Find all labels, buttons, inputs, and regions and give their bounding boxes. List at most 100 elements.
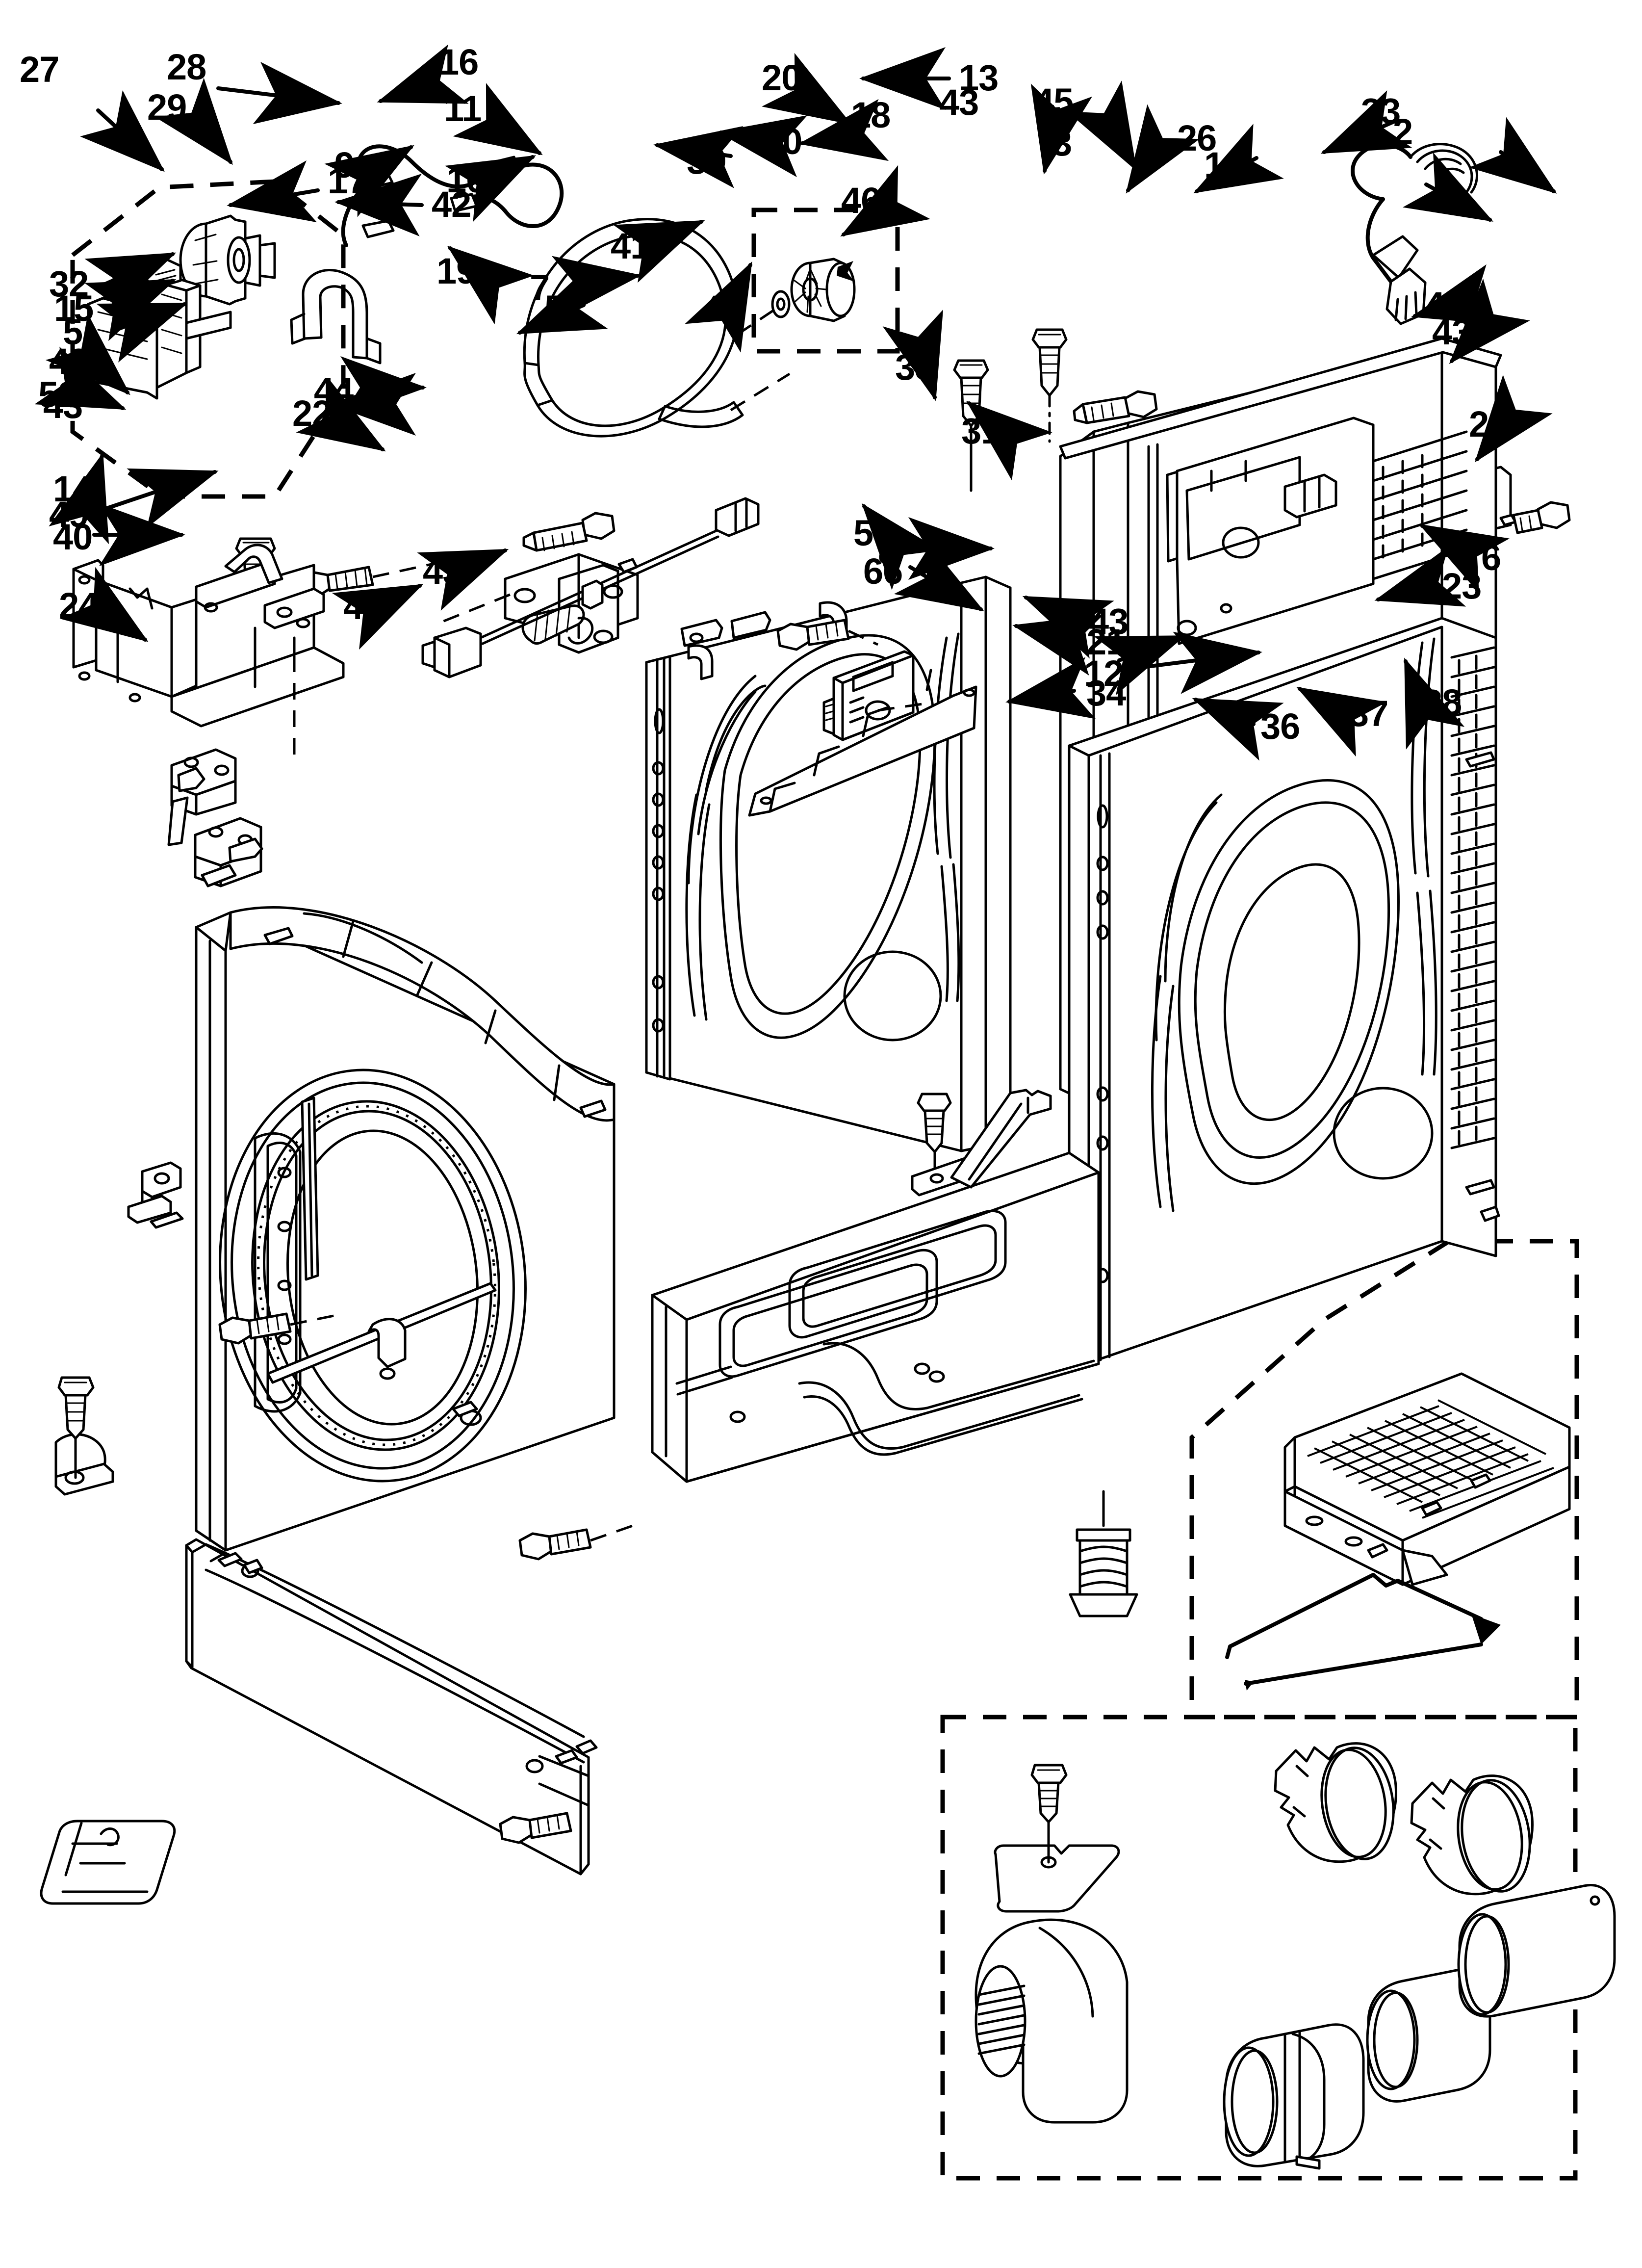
lint-screen-mesh: [1307, 1399, 1554, 1519]
callout-21: 21: [1086, 622, 1126, 662]
callout-11: 11: [444, 88, 482, 129]
callout-29: 29: [147, 87, 187, 128]
callout-4: 4: [1425, 285, 1445, 325]
callout-33: 33: [1361, 91, 1401, 131]
door-switch-harness-19: [421, 497, 760, 678]
leveling-leg-8: [1069, 1490, 1138, 1617]
door-catch-22: [266, 1282, 497, 1384]
callout-5: 5: [63, 312, 83, 352]
vent-cap-12-a: [1274, 1742, 1397, 1863]
callout-28: 28: [167, 47, 206, 87]
cover-plate-24: [40, 1820, 176, 1905]
door-handle-44: [301, 1096, 319, 1281]
power-cord-33: [1351, 143, 1479, 325]
blower-wheel-29: [179, 214, 276, 306]
duct-coupler-37: [1366, 1968, 1491, 2103]
callout-17: 17: [328, 160, 367, 201]
lint-screen-6: [1283, 1372, 1571, 1586]
deflector-47: [748, 669, 977, 817]
door-switch-15: [167, 748, 237, 846]
callout-47: 47: [702, 288, 742, 329]
door-seal-48: [257, 1105, 496, 1446]
callout-44: 44: [314, 370, 354, 411]
screw-2: [1512, 501, 1571, 534]
callout-26: 26: [1177, 118, 1217, 158]
wire-clip-14: [54, 1433, 114, 1496]
long-duct-38: [1457, 1884, 1616, 2018]
callout-16: 16: [439, 42, 479, 82]
callout-43-top: 43: [939, 82, 979, 123]
callout-27: 27: [20, 49, 59, 90]
motor-mounting-bracket-32: [72, 544, 345, 765]
vent-cover-21: [994, 1814, 1120, 1913]
vent-cap-12-b: [1410, 1774, 1534, 1896]
callout-66: 66: [863, 551, 903, 592]
callout-25: 25: [1469, 404, 1509, 444]
callout-48: 48: [352, 384, 392, 425]
callout-3: 3: [1052, 123, 1072, 163]
screw-45-top: [1031, 328, 1068, 443]
callout-10: 10: [446, 159, 486, 200]
callout-32: 32: [49, 263, 89, 304]
callout-39: 39: [687, 141, 726, 182]
screw-43-vent: [1030, 1764, 1068, 1824]
callout-41: 41: [611, 226, 650, 266]
callout-7: 7: [530, 267, 550, 308]
idler-spring-10: [521, 604, 594, 645]
callout-43-lowerfront: 43: [423, 551, 462, 592]
screw-43-lowerfront: [518, 1524, 633, 1561]
callout-37: 37: [1349, 693, 1388, 734]
callout-43-toe: 43: [343, 586, 383, 627]
callout-43-vent: 43: [1089, 601, 1129, 642]
callout-31: 31: [961, 411, 1001, 451]
callout-1: 1: [1204, 145, 1224, 185]
idler-pulley-20: [741, 258, 856, 333]
callout-19: 19: [436, 251, 476, 291]
callout-23: 23: [1442, 566, 1482, 606]
callout-51: 51: [544, 288, 584, 329]
side-vent-louvers: [1450, 646, 1495, 1149]
bracket-31: [950, 1089, 1052, 1189]
callout-43-right: 43: [1432, 312, 1472, 352]
callout-18: 18: [851, 95, 891, 135]
callout-38: 38: [1422, 682, 1462, 723]
screw-43-toe-left: [499, 1812, 572, 1844]
screw-3-top: [1073, 390, 1158, 424]
callout-46: 46: [841, 180, 881, 221]
callout-8: 8: [878, 531, 898, 572]
callout-6: 6: [1481, 537, 1501, 578]
callout-24: 24: [59, 585, 99, 626]
motor-clamp-9: [290, 269, 382, 365]
callout-40: 40: [53, 517, 93, 557]
callout-22: 22: [292, 393, 332, 434]
callout-9: 9: [334, 145, 355, 185]
screw-41: [776, 619, 879, 651]
ground-clip-52: [127, 1161, 184, 1229]
callout-36: 36: [1260, 706, 1300, 747]
elbow-duct-34: [975, 1918, 1129, 2124]
callout-49: 49: [49, 494, 89, 535]
callout-42: 42: [432, 184, 471, 225]
wire-harness-16: [503, 162, 564, 228]
callout-12: 12: [1084, 653, 1124, 694]
dryer-cabinet-26: [1059, 337, 1502, 1364]
callout-34: 34: [1086, 673, 1126, 713]
callout-43-left: 43: [49, 341, 89, 382]
callout-15: 15: [54, 288, 94, 329]
callout-14: 14: [53, 469, 93, 509]
door-switch-5: [194, 817, 263, 887]
duct-clamp-36: [1223, 2023, 1365, 2170]
callout-43-clip: 43: [43, 385, 83, 426]
front-bulkhead-7: [645, 575, 1012, 1152]
callout-2: 2: [1393, 111, 1413, 152]
toe-panel-40: [185, 1538, 598, 1876]
screw-43-clip: [57, 1376, 95, 1440]
screw-49: [218, 1312, 344, 1345]
leader-lines: [34, 44, 1557, 761]
callout-20: 20: [762, 57, 801, 98]
callout-35: 35: [895, 347, 935, 388]
callout-50: 50: [853, 513, 893, 553]
callout-52: 52: [38, 374, 78, 415]
